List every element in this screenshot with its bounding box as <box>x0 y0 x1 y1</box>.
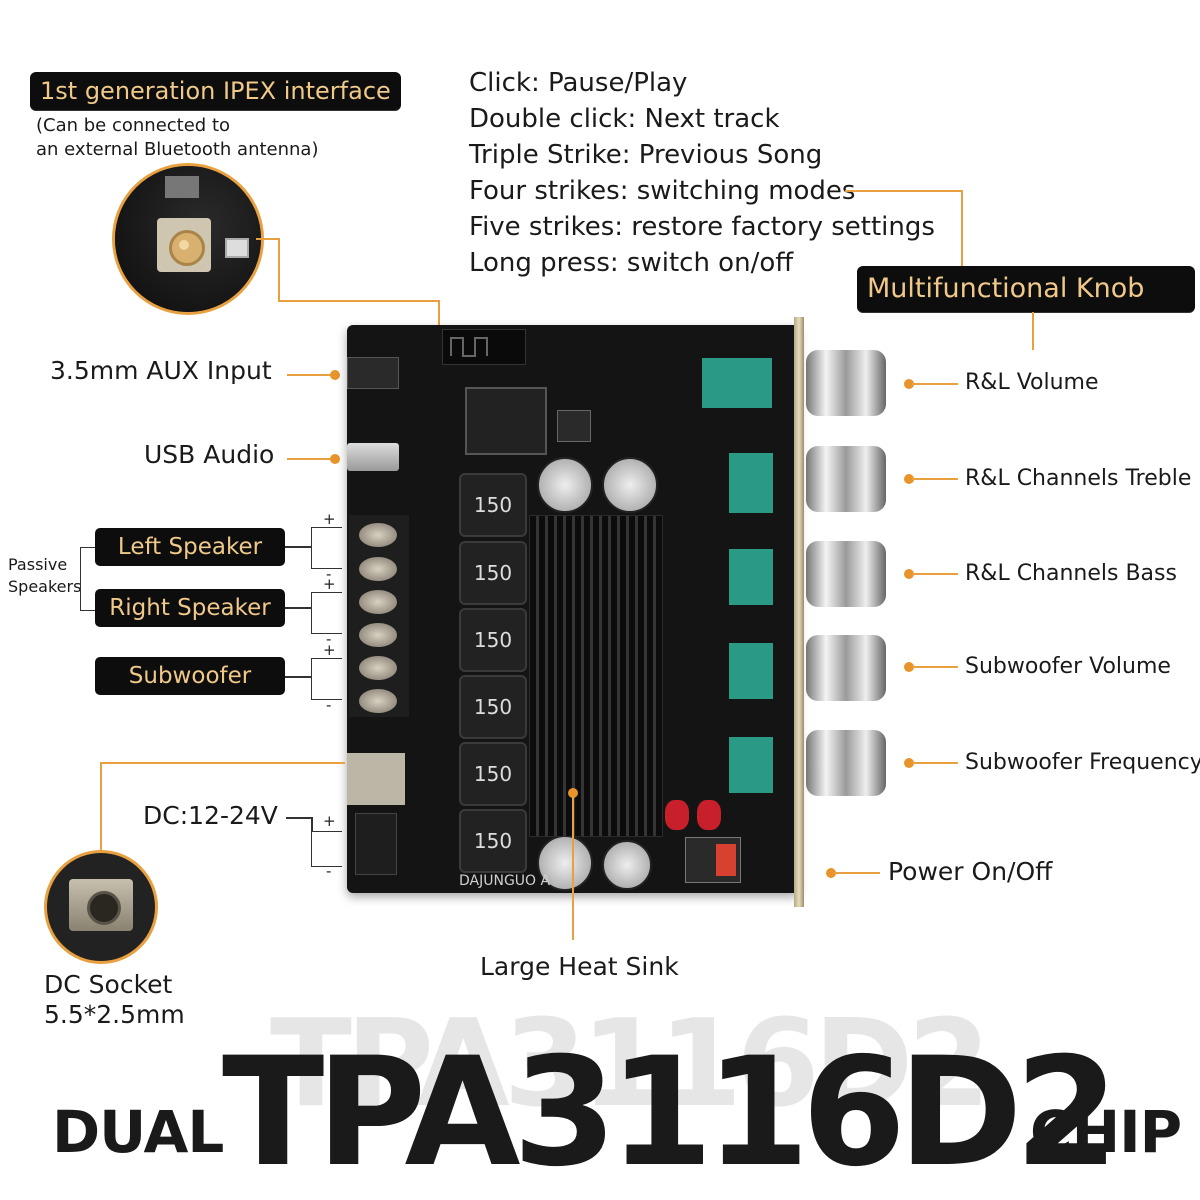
ipex-zoom-circle <box>112 163 264 315</box>
minus-sign: - <box>326 696 332 714</box>
potentiometer <box>729 453 773 513</box>
plus-sign: + <box>323 575 336 593</box>
potentiometer <box>729 549 773 605</box>
ipex-note-line2: an external Bluetooth antenna) <box>36 139 319 160</box>
potentiometer <box>729 737 773 793</box>
board-silkscreen: DAJUNGUO A <box>459 873 551 889</box>
knob-label-treble: R&L Channels Treble <box>965 466 1192 491</box>
capacitor <box>602 457 658 513</box>
instruction-line: Click: Pause/Play <box>469 68 688 98</box>
plus-sign: + <box>323 510 336 528</box>
dc-voltage-label: DC:12-24V <box>143 801 278 830</box>
dsp-chip <box>465 387 547 455</box>
inductor: 150 <box>459 541 527 605</box>
instruction-line: Triple Strike: Previous Song <box>469 140 823 170</box>
left-speaker-label: Left Speaker <box>95 528 285 566</box>
dc-socket-label-line2: 5.5*2.5mm <box>44 1000 185 1029</box>
bass-knob[interactable] <box>806 541 886 607</box>
title-prefix: DUAL <box>52 1098 224 1166</box>
minus-sign: - <box>326 862 332 880</box>
knob-label-subwoofer-volume: Subwoofer Volume <box>965 654 1171 679</box>
plus-sign: + <box>323 812 336 830</box>
ipex-note-line1: (Can be connected to <box>36 115 231 136</box>
capacitor <box>537 835 593 891</box>
instruction-line: Double click: Next track <box>469 104 780 134</box>
ipex-connector-icon <box>157 218 211 272</box>
inductor: 150 <box>459 473 527 537</box>
multifunctional-knob-label: Multifunctional Knob <box>857 266 1195 312</box>
ipex-title-label: 1st generation IPEX interface <box>30 72 401 110</box>
aux-input-label: 3.5mm AUX Input <box>50 356 272 385</box>
speaker-terminals <box>349 515 409 717</box>
dc-jack-icon <box>87 891 121 925</box>
instruction-line: Five strikes: restore factory settings <box>469 212 935 242</box>
knob-label-subwoofer-frequency: Subwoofer Frequency <box>965 750 1200 775</box>
inductor-column: 150 150 150 150 150 150 <box>459 473 527 873</box>
amplifier-board: 150 150 150 150 150 150 DAJUNGUO A <box>347 317 804 907</box>
dc-socket <box>347 753 405 805</box>
instruction-line: Long press: switch on/off <box>469 248 794 278</box>
capacitor <box>537 457 593 513</box>
capacitor <box>602 840 652 890</box>
inductor: 150 <box>459 608 527 672</box>
inductor: 150 <box>459 809 527 873</box>
inductor: 150 <box>459 675 527 739</box>
knob-label-bass: R&L Channels Bass <box>965 561 1177 586</box>
right-speaker-label: Right Speaker <box>95 589 285 627</box>
title-chip: TPA3116D2 <box>222 1026 1119 1200</box>
potentiometer <box>702 358 772 408</box>
title-ghost: TPA3116D2 <box>270 995 991 1134</box>
minus-sign: - <box>326 630 332 648</box>
subwoofer-volume-knob[interactable] <box>806 635 886 701</box>
bluetooth-module <box>442 329 526 365</box>
subwoofer-label: Subwoofer <box>95 657 285 695</box>
usb-port <box>347 443 399 471</box>
heat-sink <box>529 515 663 837</box>
dc-socket-zoom-circle <box>44 850 158 964</box>
instruction-line: Four strikes: switching modes <box>469 176 856 206</box>
usb-audio-label: USB Audio <box>144 440 275 469</box>
aux-jack <box>347 357 399 389</box>
title-suffix: CHIP <box>1030 1098 1182 1166</box>
passive-speakers-line2: Speakers <box>8 577 82 596</box>
volume-knob[interactable] <box>806 350 886 416</box>
potentiometer <box>729 643 773 699</box>
inductor: 150 <box>459 742 527 806</box>
subwoofer-frequency-knob[interactable] <box>806 730 886 796</box>
passive-speakers-line1: Passive <box>8 555 68 574</box>
heat-sink-label: Large Heat Sink <box>480 952 679 981</box>
minus-sign: - <box>326 565 332 583</box>
power-switch-label: Power On/Off <box>888 857 1053 886</box>
power-switch[interactable] <box>685 837 741 883</box>
dc-socket-label-line1: DC Socket <box>44 970 173 999</box>
treble-knob[interactable] <box>806 446 886 512</box>
plus-sign: + <box>323 641 336 659</box>
knob-label-volume: R&L Volume <box>965 370 1099 395</box>
